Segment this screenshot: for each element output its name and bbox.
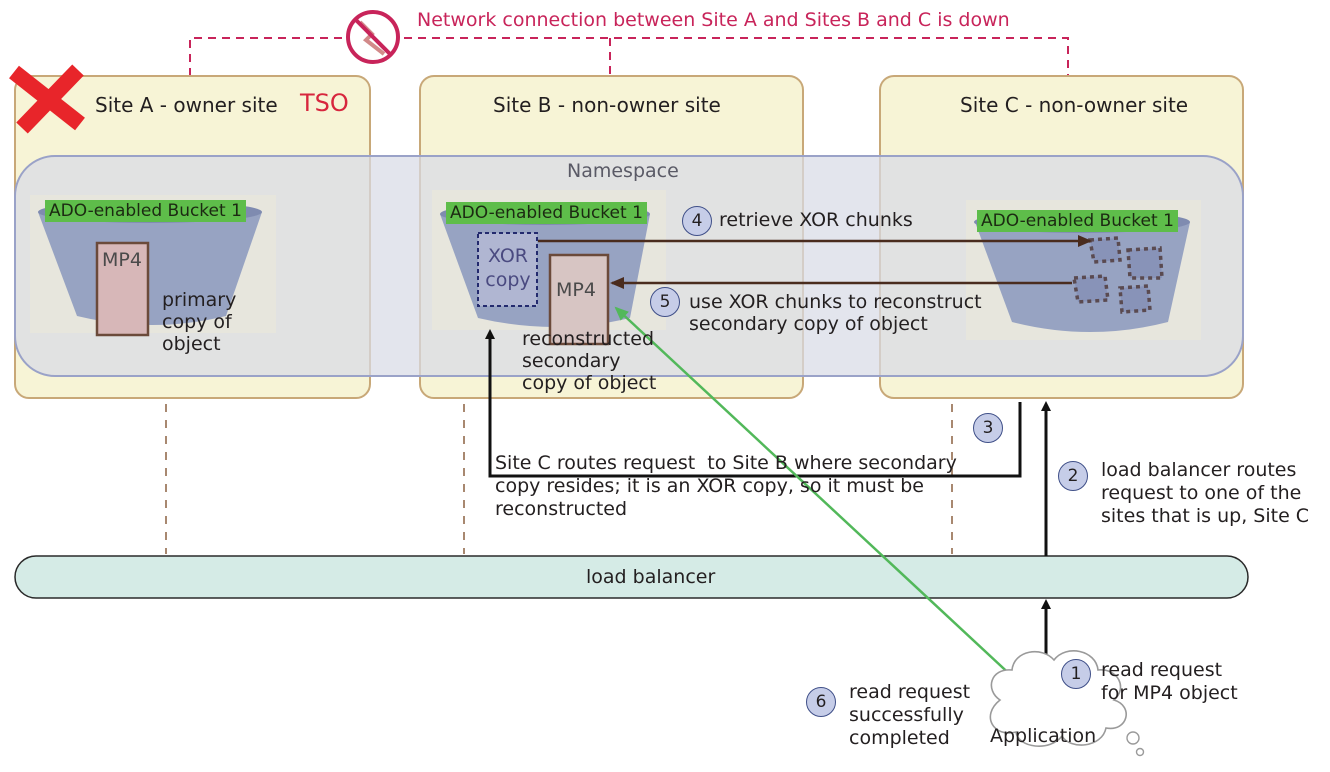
reconstructed-copy-text: reconstructed secondary copy of object xyxy=(522,328,657,394)
step-6-badge: 6 xyxy=(806,687,836,717)
mp4-primary-label: MP4 xyxy=(102,249,142,271)
primary-copy-text: primary copy of object xyxy=(162,289,237,355)
site-a-title: Site A - owner site xyxy=(95,93,278,117)
mp4-reconstructed-box xyxy=(548,253,610,346)
mp4-reconstructed-label: MP4 xyxy=(556,279,596,301)
application-cloud xyxy=(989,650,1127,747)
step-1-text: read request for MP4 object xyxy=(1101,659,1238,704)
mp4-primary-box xyxy=(95,241,150,337)
tso-label: TSO xyxy=(300,89,349,117)
route-request-text: Site C routes request to Site B where se… xyxy=(495,452,957,520)
network-dashed-line xyxy=(189,37,1069,76)
xor-copy-label: XOR copy xyxy=(485,245,531,291)
network-down-message: Network connection between Site A and Si… xyxy=(417,9,1010,31)
application-label: Application xyxy=(990,725,1097,747)
step-2-text: load balancer routes request to one of t… xyxy=(1101,459,1310,527)
load-balancer-bar xyxy=(14,555,1249,599)
step-5-text: use XOR chunks to reconstruct secondary … xyxy=(689,291,982,335)
cloud-puff xyxy=(1126,731,1140,745)
no-network-icon xyxy=(346,10,400,64)
xor-chunks xyxy=(1071,236,1164,314)
step-3-badge: 3 xyxy=(973,413,1003,443)
arrow-read-completed xyxy=(614,306,1017,681)
arrow-site-c-to-site-b xyxy=(485,329,1022,478)
step-4-text: retrieve XOR chunks xyxy=(719,209,913,231)
bucket-label-c: ADO-enabled Bucket 1 xyxy=(977,210,1178,232)
site-b-title: Site B - non-owner site xyxy=(493,93,721,117)
site-c-title: Site C - non-owner site xyxy=(960,93,1189,117)
bucket-label-b: ADO-enabled Bucket 1 xyxy=(446,202,647,224)
cloud-puff xyxy=(1135,747,1145,757)
namespace-label: Namespace xyxy=(567,160,679,182)
load-balancer-label: load balancer xyxy=(586,566,716,588)
step-6-text: read request successfully completed xyxy=(849,681,971,749)
step-5-badge: 5 xyxy=(650,287,680,317)
step-1-badge: 1 xyxy=(1061,659,1091,689)
bucket-label-a: ADO-enabled Bucket 1 xyxy=(45,200,246,222)
site-down-x xyxy=(9,64,85,134)
xor-copy-box xyxy=(477,232,538,307)
step-4-badge: 4 xyxy=(682,206,712,236)
step-2-badge: 2 xyxy=(1058,461,1088,491)
